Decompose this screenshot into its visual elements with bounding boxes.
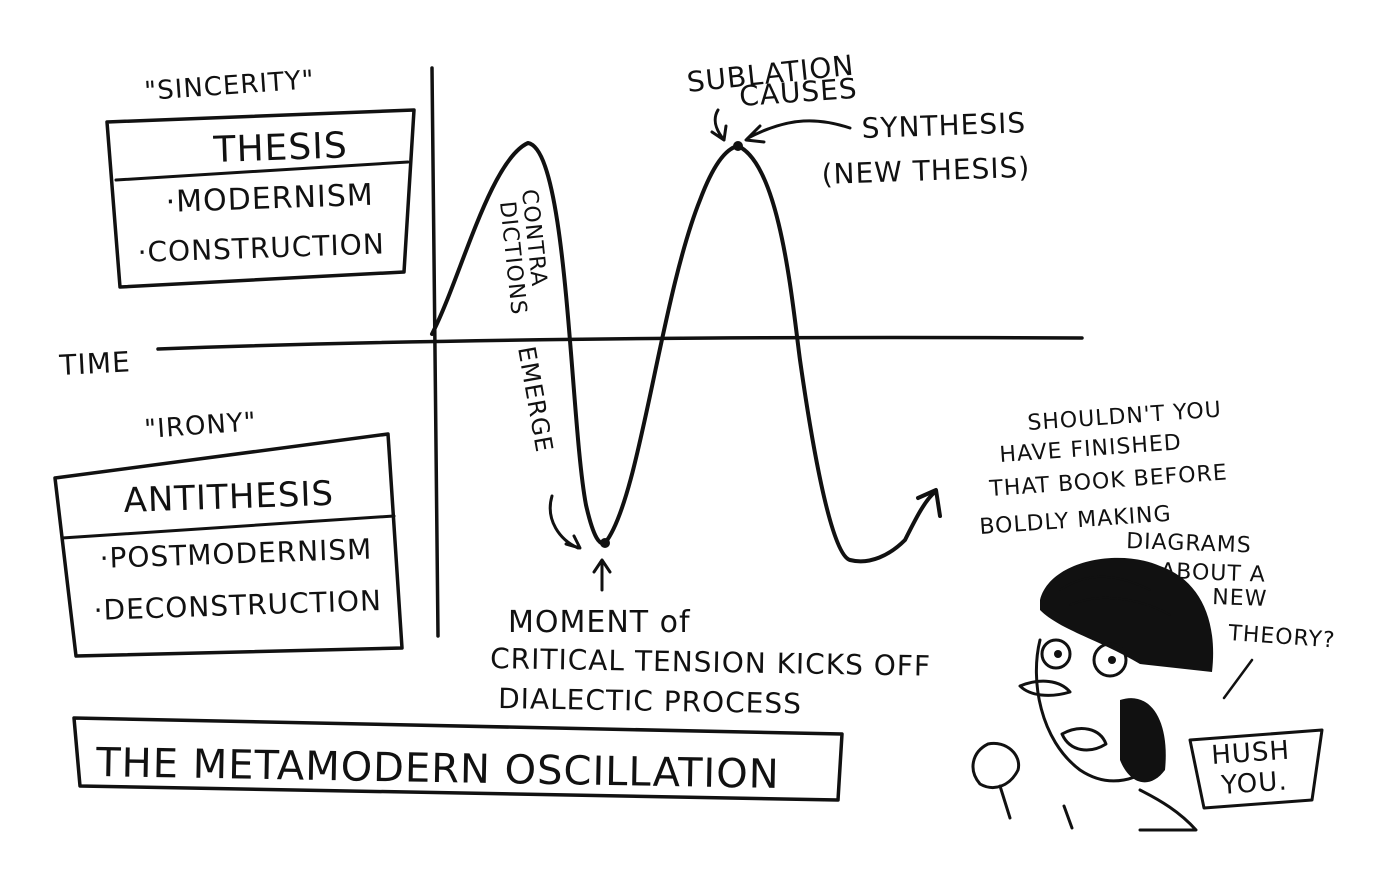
antithesis-box-divider bbox=[60, 514, 396, 540]
tension-arrow bbox=[592, 558, 612, 592]
speech-line-1: SHOULDN'T YOU bbox=[1027, 397, 1223, 436]
character-hair bbox=[1040, 557, 1214, 672]
hush-sign: HUSH YOU. bbox=[1188, 728, 1324, 810]
hush-line-2: YOU. bbox=[1219, 766, 1288, 801]
moment-line-2: CRITICAL TENSION KICKS OFF bbox=[490, 642, 931, 683]
sincerity-label: "SINCERITY" bbox=[143, 65, 315, 107]
contradictions-arrow bbox=[548, 494, 582, 550]
oscillation-wave bbox=[430, 141, 937, 564]
title-box: THE METAMODERN OSCILLATION bbox=[72, 716, 844, 802]
sublation-arrow bbox=[710, 108, 728, 142]
speech-line-5: DIAGRAMS bbox=[1126, 529, 1252, 558]
synthesis-line-1: SYNTHESIS bbox=[861, 106, 1027, 145]
vertical-axis bbox=[430, 66, 440, 638]
character-nose bbox=[1018, 679, 1072, 697]
moment-line-1: MOMENT of bbox=[508, 605, 691, 640]
thesis-title: THESIS bbox=[212, 125, 348, 171]
hush-line-1: HUSH bbox=[1210, 736, 1291, 771]
antithesis-box: ANTITHESIS ·POSTMODERNISM ·DECONSTRUCTIO… bbox=[53, 432, 404, 658]
title-box-frame bbox=[72, 716, 844, 802]
character-beard bbox=[1120, 698, 1166, 783]
hair-highlights bbox=[1059, 575, 1171, 616]
tension-point bbox=[600, 538, 610, 548]
contradictions-label: CONTRA DICTIONS EMERGE bbox=[494, 188, 558, 455]
antithesis-item-postmodernism: ·POSTMODERNISM bbox=[99, 532, 373, 574]
contradictions-line-3: EMERGE bbox=[512, 344, 558, 455]
thesis-box: THESIS ·MODERNISM ·CONSTRUCTION bbox=[105, 108, 416, 289]
character-mouth bbox=[1060, 727, 1108, 752]
character-left-eye bbox=[1040, 638, 1072, 670]
thesis-item-modernism: ·MODERNISM bbox=[165, 178, 374, 220]
thesis-item-construction: ·CONSTRUCTION bbox=[137, 227, 385, 269]
speech-line-3: THAT BOOK BEFORE bbox=[988, 460, 1229, 502]
speech-tail bbox=[1222, 658, 1254, 700]
sublation-line-2: CAUSES bbox=[738, 72, 858, 113]
wave-arrowhead bbox=[916, 488, 942, 518]
irony-label: "IRONY" bbox=[143, 407, 257, 445]
character-arm-lines bbox=[998, 784, 1074, 830]
left-pupil bbox=[1054, 650, 1062, 658]
synthesis-line-2: (NEW THESIS) bbox=[821, 151, 1031, 191]
sublation-label: SUBLATION CAUSES bbox=[685, 49, 858, 113]
thesis-box-divider bbox=[114, 160, 410, 182]
antithesis-box-frame bbox=[53, 432, 404, 658]
synthesis-arrow bbox=[744, 119, 852, 144]
moment-line-3: DIALECTIC PROCESS bbox=[498, 682, 802, 720]
speech-line-8: THEORY? bbox=[1227, 621, 1337, 653]
thesis-box-frame bbox=[105, 108, 416, 289]
speech-line-2: HAVE FINISHED bbox=[999, 430, 1183, 468]
right-pupil bbox=[1108, 656, 1116, 664]
time-axis-label: TIME bbox=[58, 345, 132, 382]
antithesis-item-deconstruction: ·DECONSTRUCTION bbox=[93, 584, 382, 627]
moment-label: MOMENT of CRITICAL TENSION KICKS OFF DIA… bbox=[490, 605, 931, 720]
cartoon-character bbox=[971, 557, 1214, 832]
character-hand bbox=[971, 741, 1021, 789]
character-right-eye bbox=[1092, 642, 1128, 678]
hush-sign-frame bbox=[1188, 728, 1324, 810]
synthesis-point bbox=[733, 141, 743, 151]
character-shoulder bbox=[1138, 788, 1198, 832]
time-axis bbox=[156, 335, 1084, 351]
antithesis-title: ANTITHESIS bbox=[123, 474, 335, 521]
speech-line-7: NEW bbox=[1212, 585, 1268, 612]
synthesis-label: SYNTHESIS (NEW THESIS) bbox=[821, 106, 1031, 191]
